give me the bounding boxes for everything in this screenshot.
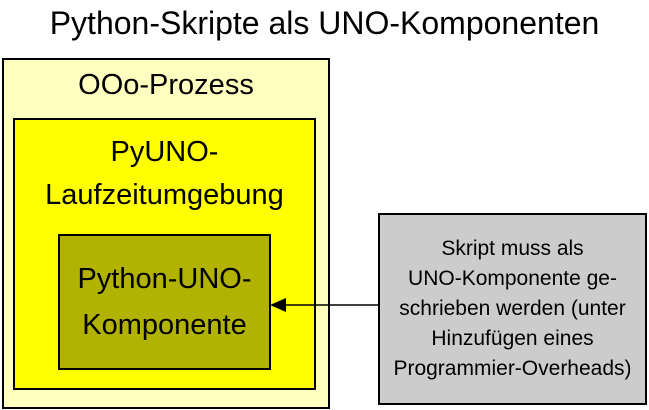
annotation-arrow-icon [270,298,379,312]
annotation-text: Skript muss als UNO-Komponente ge- schri… [380,234,645,384]
annotation-text-line5: Programmier-Overheads) [393,357,632,380]
diagram-title: Python-Skripte als UNO-Komponenten [49,5,600,41]
python-uno-component-box: Python-UNO- Komponente [58,234,271,370]
pyuno-runtime-label: PyUNO- Laufzeitumgebung [15,120,314,217]
pyuno-runtime-label-line1: PyUNO- [110,136,219,168]
python-uno-component-label-line2: Komponente [82,309,247,341]
ooo-process-label: OOo-Prozess [78,69,254,101]
annotation-text-line1: Skript muss als [441,237,584,260]
annotation-text-line4: Hinzufügen eines [431,327,594,350]
annotation-box: Skript muss als UNO-Komponente ge- schri… [378,213,647,405]
pyuno-runtime-label-line2: Laufzeitumgebung [45,179,284,211]
python-uno-component-label: Python-UNO- Komponente [60,256,269,348]
python-uno-component-label-line1: Python-UNO- [77,263,252,295]
annotation-text-line2: UNO-Komponente ge- [408,267,617,290]
annotation-text-line3: schrieben werden (unter [399,297,626,320]
